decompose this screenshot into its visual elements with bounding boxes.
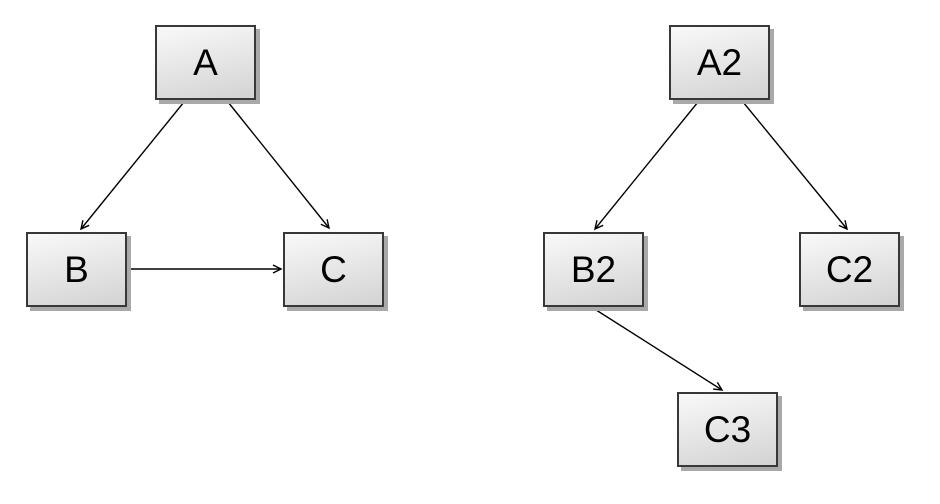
node-A[interactable]: A bbox=[155, 25, 256, 100]
edge-A2-C2[interactable] bbox=[742, 101, 848, 231]
node-label: C3 bbox=[703, 409, 752, 450]
node-C[interactable]: C bbox=[283, 232, 384, 307]
node-C2[interactable]: C2 bbox=[799, 232, 900, 307]
node-label: B bbox=[64, 249, 89, 290]
node-C3[interactable]: C3 bbox=[677, 392, 778, 467]
node-label: A bbox=[193, 42, 218, 83]
edge-A-B[interactable] bbox=[80, 101, 185, 231]
edge-B2-C3[interactable] bbox=[592, 307, 724, 391]
node-label: A2 bbox=[696, 42, 743, 83]
triangle-graph-edges bbox=[80, 101, 330, 274]
edge-A2-B2[interactable] bbox=[594, 101, 699, 231]
node-B2[interactable]: B2 bbox=[543, 232, 644, 307]
tree-graph-edges bbox=[592, 101, 848, 391]
node-B[interactable]: B bbox=[26, 232, 127, 307]
node-label: C bbox=[320, 249, 347, 290]
node-A2[interactable]: A2 bbox=[669, 25, 770, 100]
node-label: B2 bbox=[570, 249, 617, 290]
node-label: C2 bbox=[825, 249, 874, 290]
edge-A-C[interactable] bbox=[227, 101, 330, 230]
